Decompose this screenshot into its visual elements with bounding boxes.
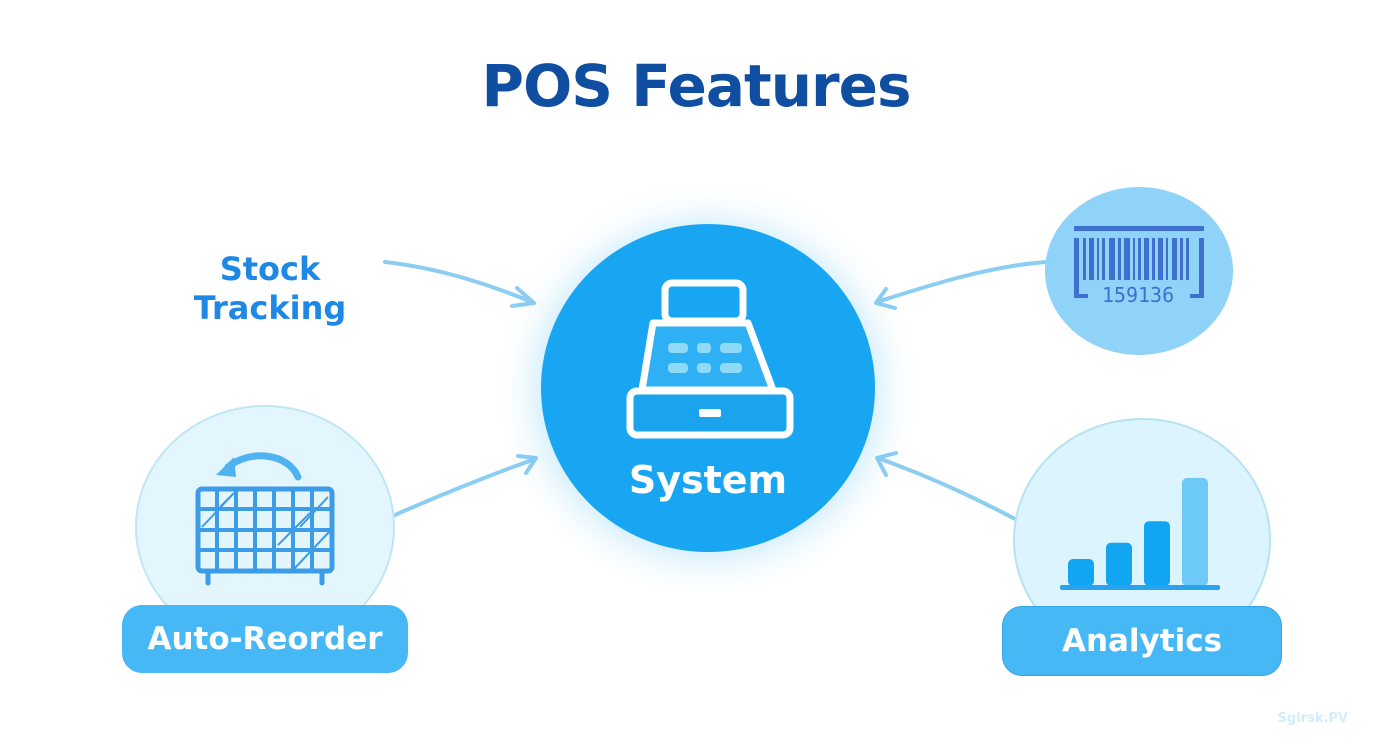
bar-chart-baseline: [1060, 585, 1220, 590]
stock-tracking-line1: Stock: [219, 250, 321, 288]
barcode-number: 159136: [1102, 283, 1174, 307]
analytics-label: Analytics: [1002, 606, 1282, 676]
arrow-stock-to-hub: [383, 260, 534, 304]
bar-chart-icon: [1060, 478, 1220, 590]
arrow-reorder-to-hub: [386, 457, 537, 520]
page-title: POS Features: [481, 52, 911, 120]
arrowhead-stock: [510, 286, 536, 308]
bar-chart-icon-bar: [1106, 542, 1132, 586]
bar-chart-icon-bar: [1068, 559, 1094, 586]
reorder-grid-icon: [195, 452, 335, 586]
watermark: Sgirsk.PV: [1277, 711, 1348, 726]
stock-tracking-label: Stock Tracking: [180, 250, 360, 328]
bar-chart-icon-bar: [1182, 478, 1208, 586]
hub-label: System: [628, 458, 788, 502]
arrow-analytics-to-hub: [876, 456, 1017, 521]
auto-reorder-label: Auto-Reorder: [122, 605, 408, 673]
arrow-barcode-to-hub: [875, 260, 1048, 304]
arrowhead-reorder: [516, 454, 538, 475]
arrowhead-analytics: [875, 451, 898, 477]
stock-tracking-line2: Tracking: [193, 289, 347, 327]
barcode-icon: 159136: [1074, 226, 1204, 307]
bar-chart-icon-bar: [1144, 521, 1170, 586]
cash-register-icon: [626, 279, 794, 439]
arrowhead-barcode: [874, 287, 897, 310]
